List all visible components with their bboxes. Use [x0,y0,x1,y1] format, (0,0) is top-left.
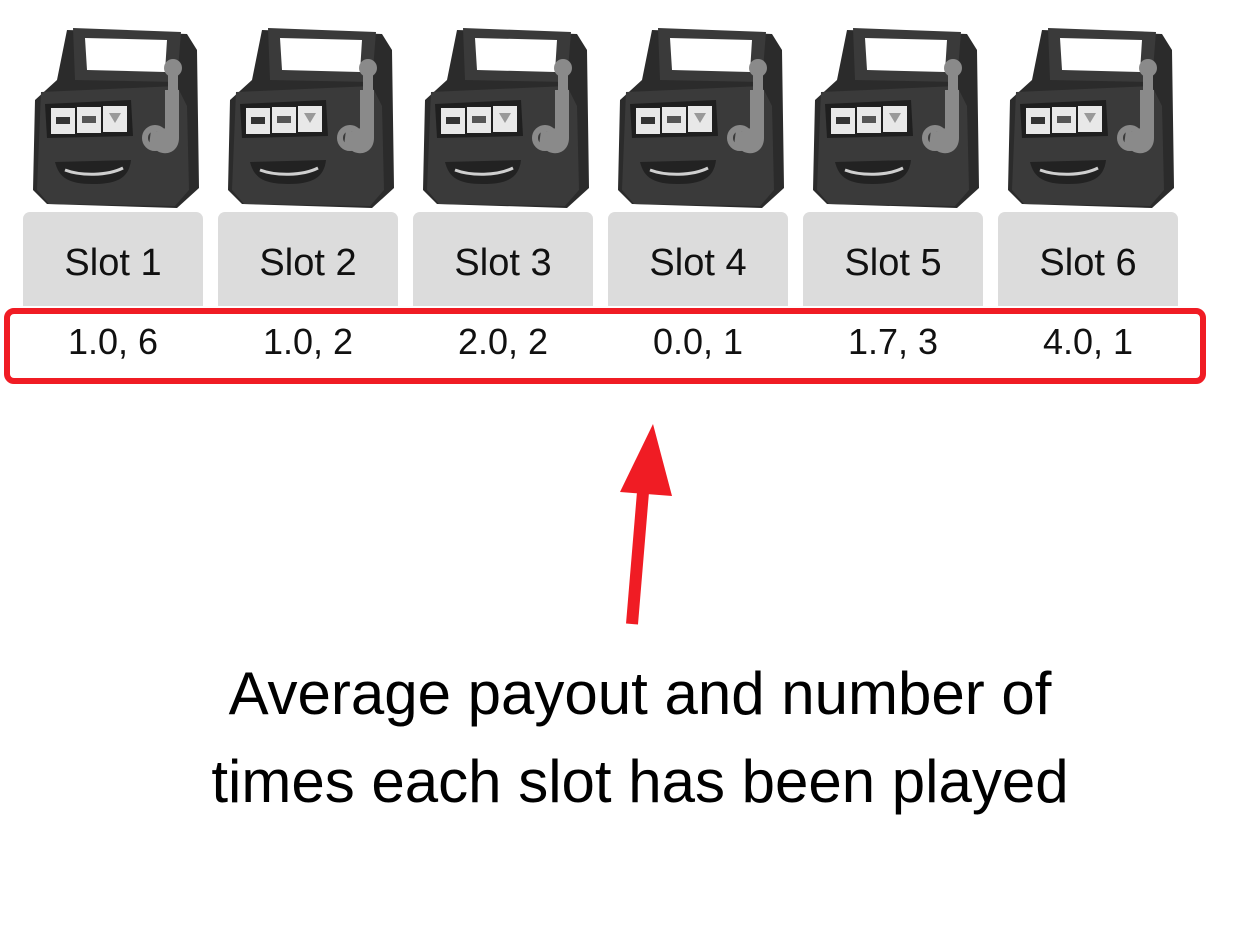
slot-machine-drawing [1008,28,1174,208]
slot-machine-icon[interactable] [1002,20,1174,210]
slot-2: Slot 2 1.0, 2 [218,20,398,365]
slot-stats: 1.0, 6 [67,321,159,362]
slot-button-3[interactable]: Slot 3 [413,212,593,306]
slot-button-6[interactable]: Slot 6 [998,212,1178,306]
arrow-up-icon [620,424,672,625]
slot-button-5[interactable]: Slot 5 [803,212,983,306]
slot-button-1[interactable]: Slot 1 [23,212,203,306]
slot-stats: 1.0, 2 [262,321,354,362]
slot-label: Slot 3 [454,241,552,284]
caption-line-2: times each slot has been played [211,748,1069,815]
slot-stats: 4.0, 1 [1042,321,1134,362]
slot-stats: 2.0, 2 [457,321,549,362]
slot-machine-drawing [813,28,979,208]
slot-machine-icon[interactable] [27,20,199,210]
slot-label: Slot 4 [649,241,747,284]
slot-6: Slot 6 4.0, 1 [998,20,1178,365]
slot-label: Slot 5 [844,241,942,284]
slot-label: Slot 1 [64,241,162,284]
slot-button-4[interactable]: Slot 4 [608,212,788,306]
slot-machine-icon[interactable] [222,20,394,210]
slot-machine-icon[interactable] [807,20,979,210]
slot-machine-drawing [618,28,784,208]
slot-4: Slot 4 0.0, 1 [608,20,788,365]
slot-machine-icon[interactable] [417,20,589,210]
annotation-caption: Average payout and number of times each … [140,650,1140,826]
slot-machine-icon[interactable] [612,20,784,210]
slot-stats: 1.7, 3 [847,321,939,362]
slot-button-2[interactable]: Slot 2 [218,212,398,306]
caption-line-1: Average payout and number of [228,660,1052,727]
slot-3: Slot 3 2.0, 2 [413,20,593,365]
slot-machine-drawing [33,28,199,208]
slot-stats: 0.0, 1 [652,321,744,362]
slot-machine-drawing [228,28,394,208]
slot-machine-drawing [423,28,589,208]
slot-label: Slot 6 [1039,241,1137,284]
slot-label: Slot 2 [259,241,357,284]
slot-1: Slot 1 1.0, 6 [23,20,203,365]
slot-5: Slot 5 1.7, 3 [803,20,983,365]
